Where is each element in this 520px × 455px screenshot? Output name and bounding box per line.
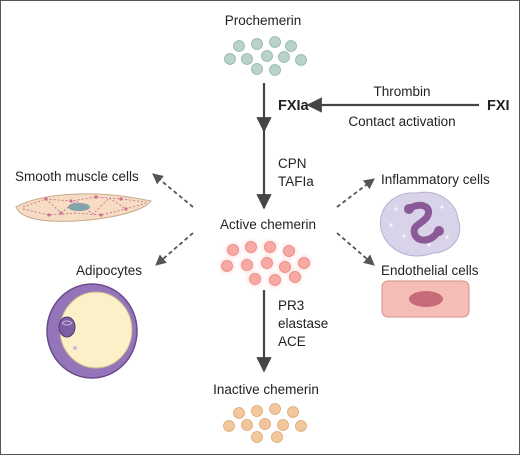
inactive-chemerin-cluster-icon [223,403,307,443]
smooth-muscle-cell-icon [15,193,152,222]
fxl-label: FXI [487,98,510,114]
neutrophil-icon [379,191,461,257]
endothelial-cell-icon [381,280,470,318]
thrombin-label: Thrombin [373,84,431,99]
active-chemerin-label: Active chemerin [219,217,317,232]
prochemerin-cluster-icon [224,36,307,76]
pr3-label: PR3 [278,298,305,313]
tafla-label: TAFIa [278,174,314,189]
contact-activation-label: Contact activation [348,114,456,129]
elastase-label: elastase [278,316,329,331]
inactivating-enzymes-group: PR3 elastase ACE [278,297,328,351]
dashed-arrows [152,173,375,266]
activating-enzymes-group: CPN TAFIa [278,155,314,191]
endothelial-cells-label: Endothelial cells [381,263,479,278]
inflammatory-cells-label: Inflammatory cells [381,172,490,187]
cpn-label: CPN [278,156,307,171]
active-chemerin-cluster-icon [217,237,314,290]
inactive-chemerin-label: Inactive chemerin [213,382,319,397]
prochemerin-label: Prochemerin [224,13,302,28]
fxla-label: FXIa [278,98,309,114]
adipocytes-label: Adipocytes [76,263,143,278]
smooth-muscle-cells-label: Smooth muscle cells [15,169,139,184]
ace-label: ACE [278,334,306,349]
adipocyte-icon [46,283,138,379]
